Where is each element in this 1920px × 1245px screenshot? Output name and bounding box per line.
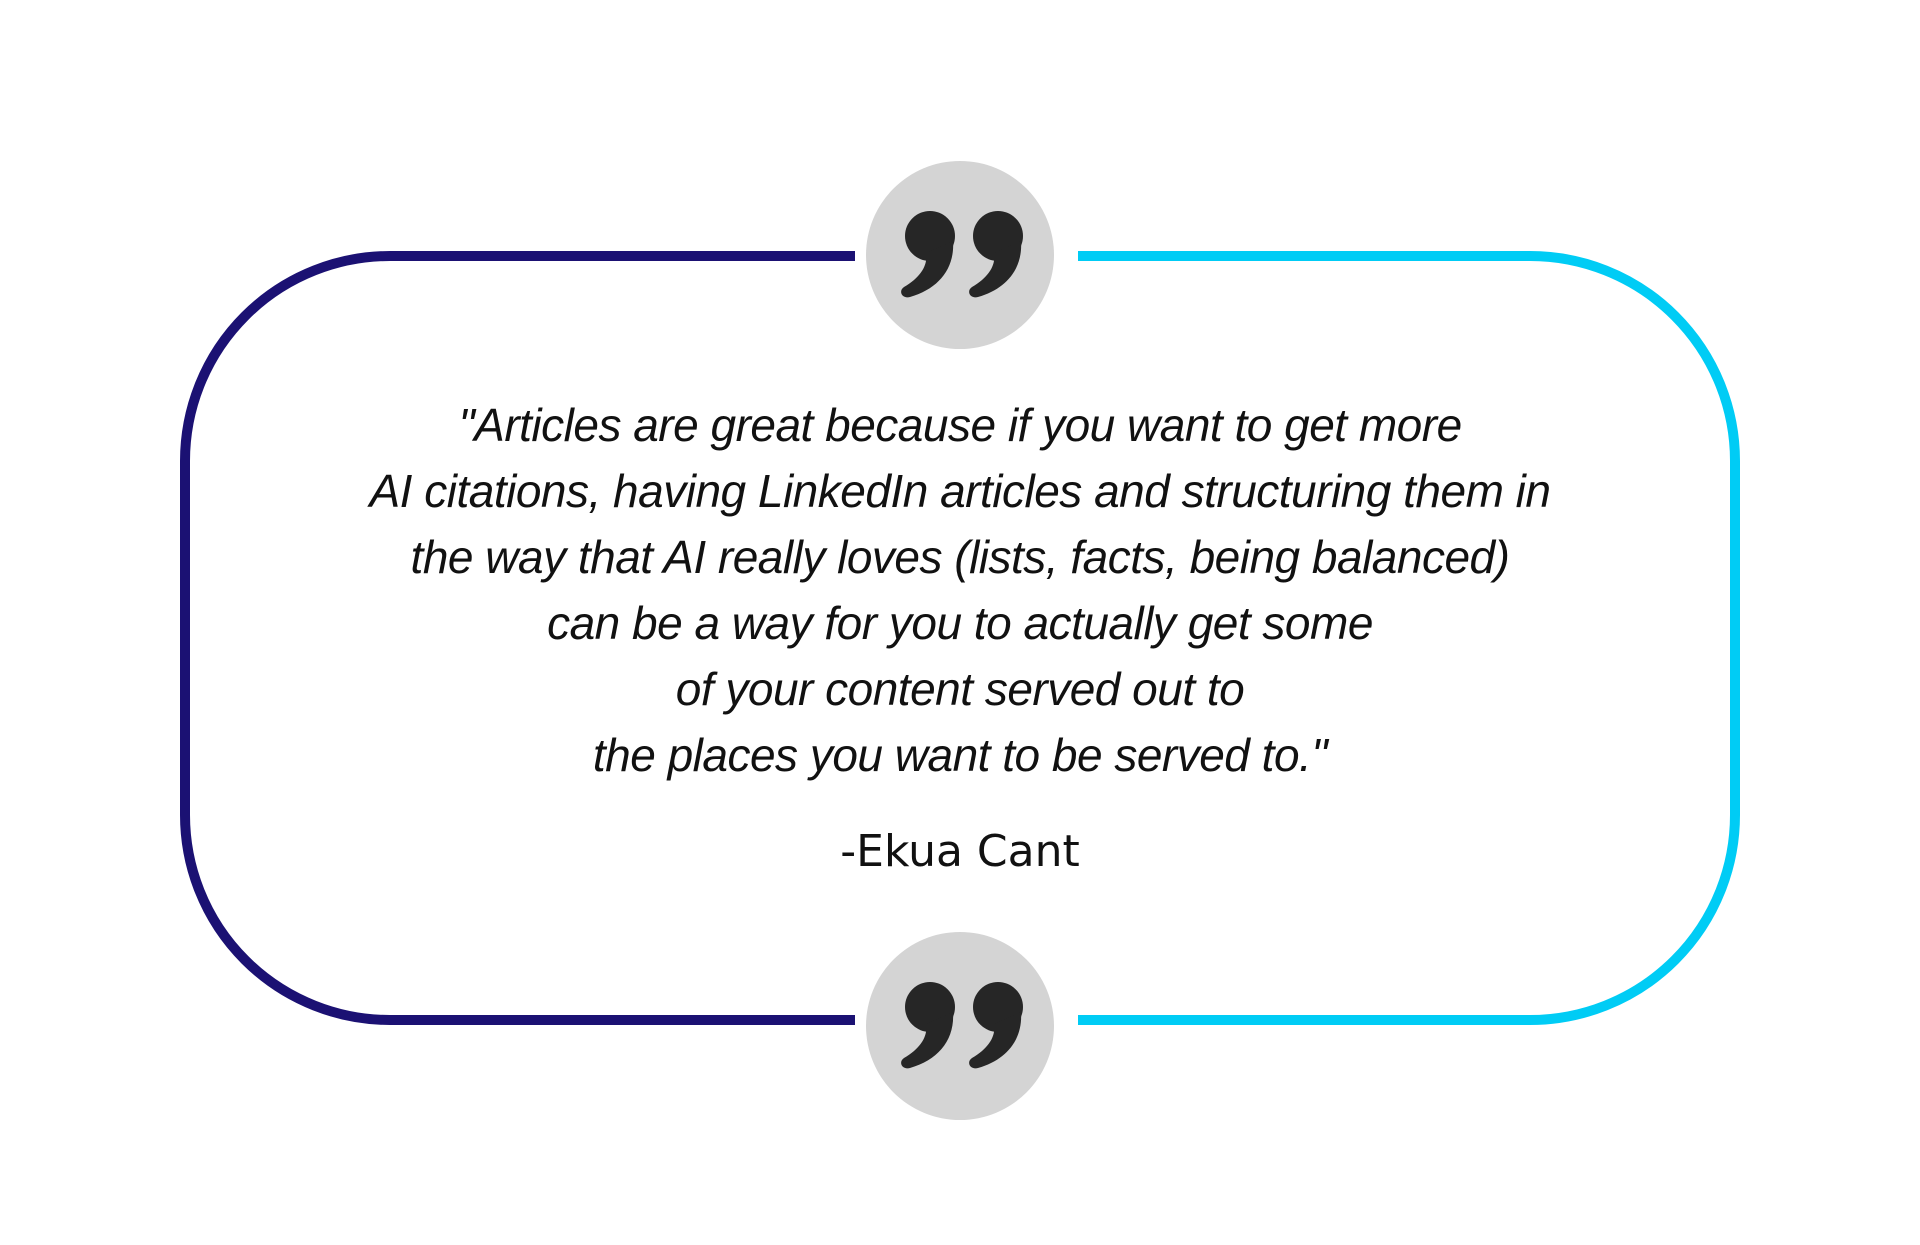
quote-line: the places you want to be served to." xyxy=(592,729,1328,781)
quote-badge-top xyxy=(866,161,1054,349)
quotation-mark-icon xyxy=(901,211,1023,298)
quote-line: of your content served out to xyxy=(675,663,1245,715)
quote-line: can be a way for you to actually get som… xyxy=(547,597,1373,649)
quote-line: the way that AI really loves (lists, fac… xyxy=(410,531,1510,583)
quote-frame-right xyxy=(1078,251,1740,1025)
quote-badge-bottom xyxy=(866,932,1054,1120)
quote-line: AI citations, having LinkedIn articles a… xyxy=(369,465,1551,517)
quotation-mark-icon xyxy=(901,982,1023,1069)
quote-line: "Articles are great because if you want … xyxy=(458,399,1462,451)
quote-attribution: -Ekua Cant xyxy=(840,826,1080,877)
quote-frame-left xyxy=(180,251,855,1025)
quote-text: "Articles are great because if you want … xyxy=(240,392,1680,788)
